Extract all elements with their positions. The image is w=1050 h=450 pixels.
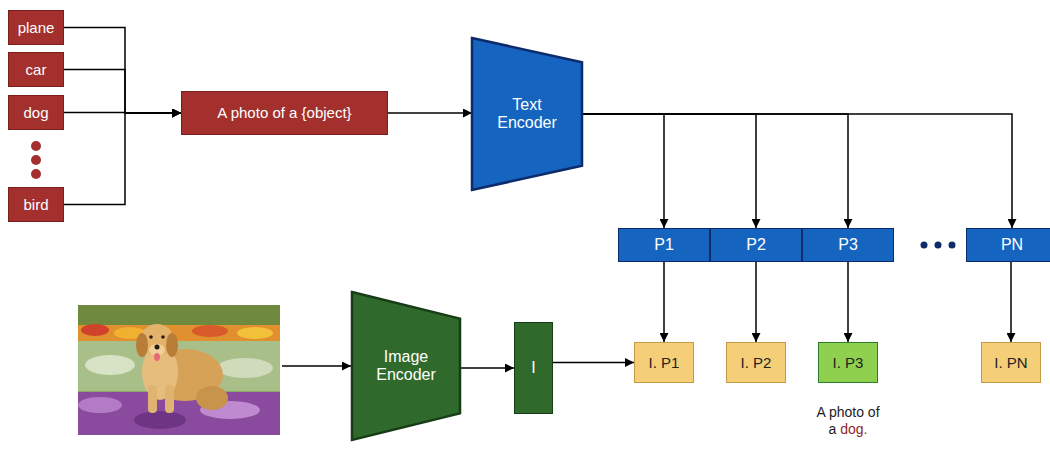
prediction-label: A photo of adog. (812, 404, 884, 438)
prompt-template-box: A photo of a {object} (181, 91, 388, 135)
similarity-box: I. P1 (634, 342, 694, 383)
node-text: P2 (746, 236, 766, 254)
node-text: Image Encoder (367, 348, 445, 385)
node-text: I. PN (994, 354, 1027, 371)
ellipsis-dot (949, 242, 956, 249)
node-text: PN (1001, 236, 1023, 254)
dog-leg (148, 385, 157, 413)
trapezoid-shape (352, 292, 460, 440)
dog-eye (149, 335, 153, 339)
purple-flowers (134, 411, 186, 429)
flow-arrow (847, 262, 849, 342)
image-embedding-box: I (514, 322, 553, 414)
photo-hedge (78, 305, 280, 327)
text-encoder: Text Encoder (472, 38, 582, 190)
dog-haunch (196, 386, 228, 410)
input-arrow (282, 365, 351, 367)
class-box: plane (8, 10, 64, 45)
flow-arrow (552, 362, 634, 364)
flower-band (78, 325, 280, 341)
flowers (81, 324, 109, 336)
label-text: dog. (840, 421, 867, 437)
dog-ear (136, 333, 148, 357)
node-text: I. P3 (833, 354, 864, 371)
node-text: P1 (654, 236, 674, 254)
flow-arrow (1010, 262, 1012, 342)
ellipsis-dot (935, 242, 942, 249)
node-text: P3 (838, 236, 858, 254)
dog-eye (161, 335, 165, 339)
node-text: dog (23, 104, 48, 121)
class-box: bird (8, 187, 64, 222)
flow-arrow (581, 114, 848, 228)
class-box: car (8, 52, 64, 87)
flow-arrow (581, 114, 756, 228)
text-embedding-box: P3 (802, 228, 894, 262)
node-text: plane (18, 19, 55, 36)
class-box: dog (8, 95, 64, 130)
similarity-box: I. P3 (818, 342, 878, 383)
flow-arrow (64, 113, 181, 205)
ellipsis-dot (31, 155, 41, 165)
flow-arrow (663, 262, 665, 342)
white-flowers (217, 358, 273, 378)
image-encoder: Image Encoder (352, 292, 460, 440)
flow-arrow (64, 70, 181, 114)
photo-ground (78, 305, 280, 435)
node-text: Text Encoder (488, 96, 567, 133)
node-text: bird (23, 196, 48, 213)
dog-nose (155, 345, 160, 350)
node-text: A photo of a {object} (217, 104, 351, 121)
flowers (192, 325, 228, 337)
flow-arrow (581, 114, 664, 228)
flow-arrow (64, 28, 181, 114)
dog-leg (165, 385, 174, 413)
flow-arrow (388, 112, 472, 114)
flow-arrow (755, 262, 757, 342)
flow-arrow (581, 114, 1012, 228)
flow-arrow (459, 367, 514, 369)
node-text: I (531, 359, 535, 377)
ellipsis-dot (31, 141, 41, 151)
similarity-box: I. PN (981, 342, 1041, 383)
dog-tongue (154, 353, 160, 361)
similarity-box: I. P2 (726, 342, 786, 383)
text-embedding-box: P2 (710, 228, 802, 262)
dog-photo (78, 305, 280, 435)
flowers (237, 327, 273, 339)
dog-ear (166, 333, 178, 357)
node-text: I. P2 (741, 354, 772, 371)
white-flowers (85, 355, 135, 375)
trapezoid-shape (472, 38, 582, 190)
text-embedding-box: PN (966, 228, 1050, 262)
node-text: I. P1 (649, 354, 680, 371)
text-embedding-box: P1 (618, 228, 710, 262)
ellipsis-dot (921, 242, 928, 249)
purple-flowers (78, 397, 122, 413)
node-text: car (26, 61, 47, 78)
ellipsis-dot (31, 169, 41, 179)
